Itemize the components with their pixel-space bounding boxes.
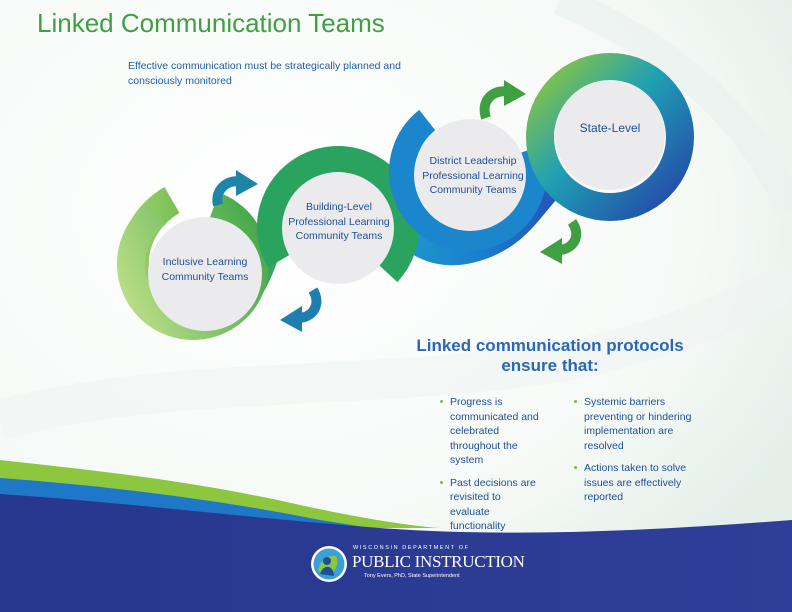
dpi-logo: WISCONSIN DEPARTMENT OF PUBLIC INSTRUCTI… <box>309 544 525 584</box>
logo-sub-line: Tony Evers, PhD, State Superintendent <box>364 573 460 579</box>
list-item: Systemic barriers preventing or hinderin… <box>574 395 698 453</box>
arrow-down-icon <box>540 219 582 264</box>
ring-state <box>526 53 694 221</box>
node-label-inclusive: Inclusive Learning Community Teams <box>161 256 249 283</box>
node-disc-building <box>282 172 394 284</box>
logo-top-line: WISCONSIN DEPARTMENT OF <box>353 545 470 551</box>
footer-band <box>0 494 792 612</box>
page-title: Linked Communication Teams <box>37 8 385 38</box>
state-map-logo-icon <box>311 546 347 582</box>
protocols-heading: Linked communication protocols ensure th… <box>416 336 684 375</box>
protocols-left-list: Progress is communicated and celebrated … <box>440 395 542 542</box>
node-label-building: Building-Level Professional Learning Com… <box>288 201 390 242</box>
node-label-district: District Leadership Professional Learnin… <box>422 155 524 196</box>
node-disc-inclusive <box>148 217 262 331</box>
protocols-right-list: Systemic barriers preventing or hinderin… <box>574 395 698 513</box>
list-item: Actions taken to solve issues are effect… <box>574 461 698 505</box>
node-disc-state <box>555 80 665 190</box>
node-disc-district <box>414 119 526 231</box>
node-label-state: State-Level <box>579 121 641 135</box>
arrow-up-icon <box>212 170 258 207</box>
arrow-down-icon <box>280 287 322 332</box>
logo-main-line: PUBLIC INSTRUCTION <box>352 552 525 571</box>
list-item: Past decisions are revisited to evaluate… <box>440 476 542 534</box>
page-subtitle: Effective communication must be strategi… <box>128 60 401 87</box>
arrow-up-icon <box>479 80 526 120</box>
list-item: Progress is communicated and celebrated … <box>440 395 542 468</box>
